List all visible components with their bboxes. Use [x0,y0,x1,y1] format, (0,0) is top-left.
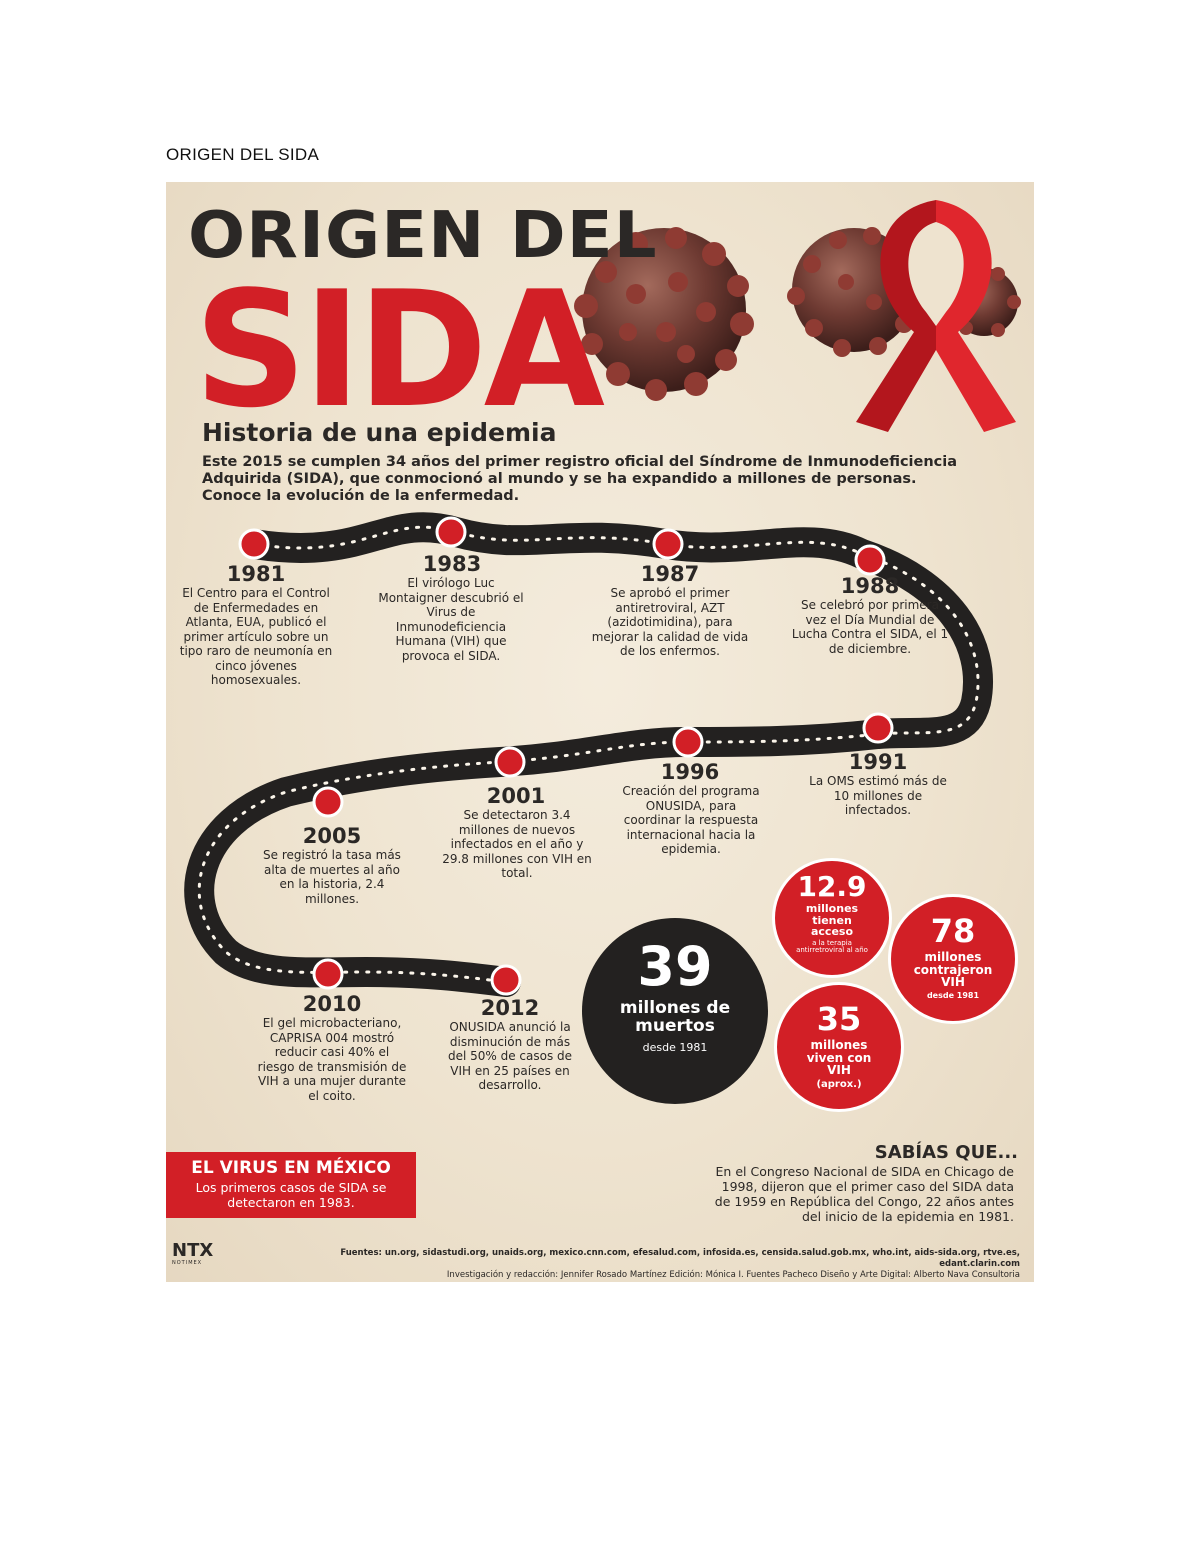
stat-living-label: millones viven con VIH [806,1038,872,1078]
stat-contracted-number: 78 [930,912,976,950]
stat-deaths-note: desde 1981 [642,1040,708,1054]
marker-1987 [652,528,684,560]
ntx-logo-sub: NOTIMEX [172,1260,203,1266]
mexico-box: EL VIRUS EN MÉXICO Los primeros casos de… [166,1152,416,1218]
year-1988: 1988 [840,574,900,598]
poster-artwork [184,200,1021,997]
stat-treatment: 12.9 millones tienen acceso a la terapia… [772,858,892,978]
marker-1991 [862,712,894,744]
stat-living: 35 millones viven con VIH (aprox.) [774,982,904,1112]
stat-deaths: 39 millones de muertos desde 1981 [582,918,768,1104]
mexico-text: Los primeros casos de SIDA se detectaron… [195,1180,387,1210]
mexico-title: EL VIRUS EN MÉXICO [191,1158,391,1178]
marker-2012 [490,964,522,996]
marker-2010 [312,958,344,990]
desc-1983: El virólogo Luc Montaigner descubrió el … [378,576,524,663]
stat-contracted-note: desde 1981 [926,990,980,1000]
ntx-logo-text: NTX [172,1240,214,1261]
year-2005: 2005 [302,824,362,848]
year-1996: 1996 [660,760,720,784]
marker-2001 [494,746,526,778]
stat-deaths-label: millones de muertos [619,998,731,1036]
desc-1988: Se celebró por primera vez el Día Mundia… [791,598,949,656]
awareness-ribbon-icon [856,200,1016,432]
timeline-road [184,512,993,997]
stat-contracted-label: millones contrajeron VIH [913,950,993,990]
stat-contracted: 78 millones contrajeron VIH desde 1981 [888,894,1018,1024]
marker-1981 [238,528,270,560]
stat-living-note: (aprox.) [816,1078,862,1090]
year-2010: 2010 [302,992,362,1016]
stat-treatment-note: a la terapia antirretroviral al año [796,938,868,954]
poster-intro: Este 2015 se cumplen 34 años del primer … [202,454,958,504]
stat-deaths-number: 39 [637,935,713,998]
year-2012: 2012 [480,996,540,1020]
sabias-text: En el Congreso Nacional de SIDA en Chica… [714,1164,1014,1224]
document-title: ORIGEN DEL SIDA [166,145,320,164]
desc-2005: Se registró la tasa más alta de muertes … [263,848,401,906]
poster-title-line2: SIDA [194,256,605,443]
desc-1991: La OMS estimó más de 10 millones de infe… [809,774,947,817]
stat-treatment-label: millones tienen acceso [805,902,859,939]
year-2001: 2001 [486,784,546,808]
year-1987: 1987 [640,562,700,586]
timeline-markers [238,516,894,996]
infographic-poster: ORIGEN DEL SIDA Historia de una epidemia… [166,182,1034,1282]
stat-living-number: 35 [816,1000,862,1038]
year-1991: 1991 [848,750,908,774]
marker-1996 [672,726,704,758]
stat-treatment-number: 12.9 [797,870,867,903]
year-1983: 1983 [422,552,482,576]
desc-1981: El Centro para el Control de Enfermedade… [179,586,333,687]
marker-2005 [312,786,344,818]
virus-particle-1 [574,227,754,401]
marker-1988 [854,544,886,576]
poster-footer: Fuentes: un.org, sidastudi.org, unaids.o… [320,1248,1020,1281]
poster-title-line1: ORIGEN DEL [188,199,658,273]
desc-2010: El gel microbacteriano, CAPRISA 004 most… [257,1016,407,1103]
desc-1996: Creación del programa ONUSIDA, para coor… [622,784,760,856]
desc-2001: Se detectaron 3.4 millones de nuevos inf… [442,808,592,880]
footer-sources: Fuentes: un.org, sidastudi.org, unaids.o… [340,1248,1020,1269]
poster-subtitle: Historia de una epidemia [202,418,557,447]
sabias-title: SABÍAS QUE... [874,1142,1018,1163]
year-1981: 1981 [226,562,286,586]
desc-1987: Se aprobó el primer antiretroviral, AZT … [591,586,749,658]
desc-2012: ONUSIDA anunció la disminución de más de… [447,1020,573,1092]
footer-credits: Investigación y redacción: Jennifer Rosa… [446,1270,1020,1280]
marker-1983 [435,516,467,548]
ntx-logo: NTX NOTIMEX [172,1242,216,1274]
